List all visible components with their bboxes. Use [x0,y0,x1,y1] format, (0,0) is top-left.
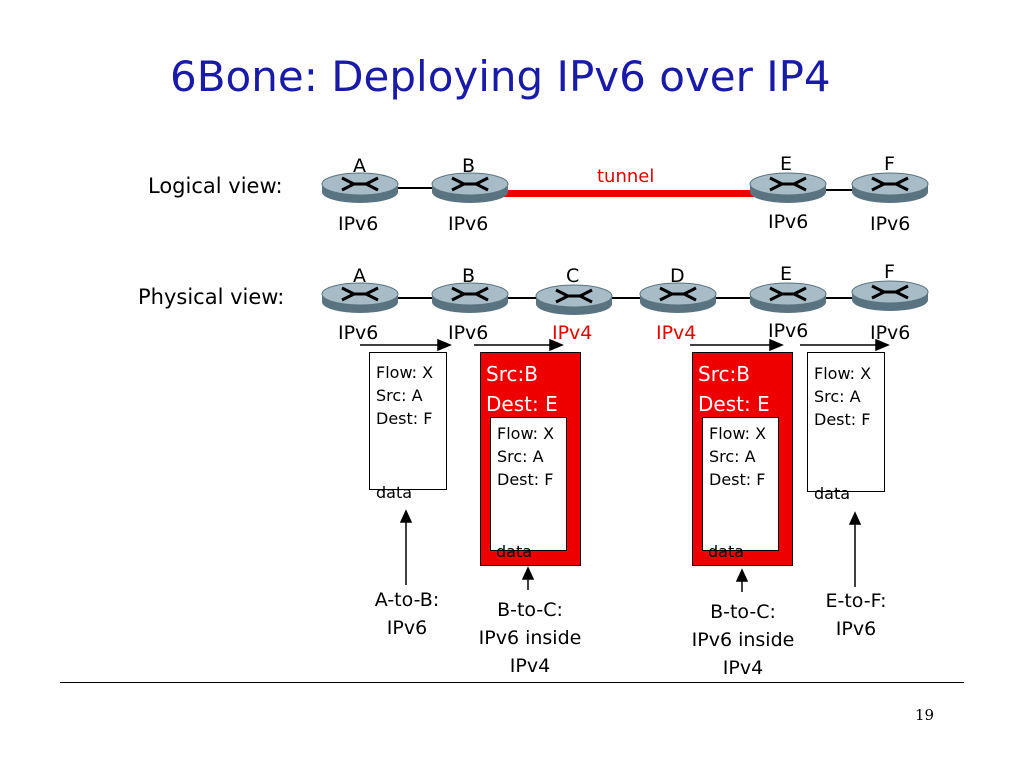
logical-router-proto: IPv6 [448,213,489,235]
router-icon [321,282,399,313]
router-icon [851,172,929,203]
ipv6-header: Flow: X Src: A Dest: F [814,364,872,429]
ipv6-header: Flow: X Src: A Dest: F [376,363,434,428]
logical-router-proto: IPv6 [870,213,911,235]
caption-arrow [848,511,862,587]
router-icon [535,284,613,315]
logical-view-label: Logical view: [148,174,283,198]
ipv6-header: Flow: X Src: A Dest: F [497,424,555,489]
ipv6-packet: Flow: X Src: A Dest: F [807,352,885,492]
router-icon [639,282,717,313]
ipv4-encapsulated-packet: Src:B Dest: E Flow: X Src: A Dest: F [692,352,793,566]
router-icon [749,282,827,313]
physical-view-label: Physical view: [138,285,285,309]
physical-router-proto: IPv4 [656,322,697,344]
physical-router-proto: IPv4 [552,322,593,344]
router-icon [749,172,827,203]
hop-arrow [474,338,564,352]
payload-label: data [814,484,851,503]
ipv4-header: Src:B Dest: E [486,362,558,416]
logical-router-name: B [462,155,476,177]
slide-title: 6Bone: Deploying IPv6 over IP4 [170,52,831,101]
router-icon [431,282,509,313]
physical-router-name: F [884,261,895,283]
footer-divider [60,682,964,683]
physical-router-proto: IPv6 [338,322,379,344]
physical-router-proto: IPv6 [870,322,911,344]
hop-arrow [690,338,784,352]
caption-arrow [399,509,413,585]
physical-router-name: A [353,265,366,287]
payload-label: data [376,483,413,502]
caption-b-to-c: B-to-C: IPv6 inside IPv4 [478,599,582,677]
payload-label: data [708,542,745,561]
physical-router-name: E [780,263,793,285]
router-icon [851,280,929,311]
router-icon [431,172,509,203]
logical-link-e-f [788,189,890,191]
ipv6-header: Flow: X Src: A Dest: F [709,424,767,489]
hop-arrow [360,338,452,352]
ipv4-header: Src:B Dest: E [698,362,770,416]
logical-router-name: F [884,153,895,175]
logical-router-proto: IPv6 [338,213,379,235]
logical-router-name: A [353,155,366,177]
hop-arrow [800,338,890,352]
logical-router-proto: IPv6 [768,211,809,233]
tunnel-label: tunnel [597,166,655,187]
logical-link-a-b [360,187,470,189]
caption-arrow [735,568,749,592]
router-icon [321,172,399,203]
tunnel-link [470,190,788,197]
inner-ipv6-packet: Flow: X Src: A Dest: F [702,417,779,551]
inner-ipv6-packet: Flow: X Src: A Dest: F [490,417,567,551]
ipv4-encapsulated-packet: Src:B Dest: E Flow: X Src: A Dest: F [480,352,581,566]
caption-e-to-f: E-to-F: IPv6 [825,590,887,640]
caption-b-to-c: B-to-C: IPv6 inside IPv4 [691,601,795,679]
ipv6-packet: Flow: X Src: A Dest: F [369,352,447,490]
physical-link [360,297,890,299]
page-number: 19 [915,706,935,724]
logical-router-name: E [780,153,793,175]
payload-label: data [496,542,533,561]
caption-a-to-b: A-to-B: IPv6 [374,589,440,639]
physical-router-name: C [566,265,580,287]
physical-router-proto: IPv6 [768,320,809,342]
physical-router-name: D [670,265,685,287]
physical-router-name: B [462,265,476,287]
caption-arrow [521,566,535,590]
physical-router-proto: IPv6 [448,322,489,344]
